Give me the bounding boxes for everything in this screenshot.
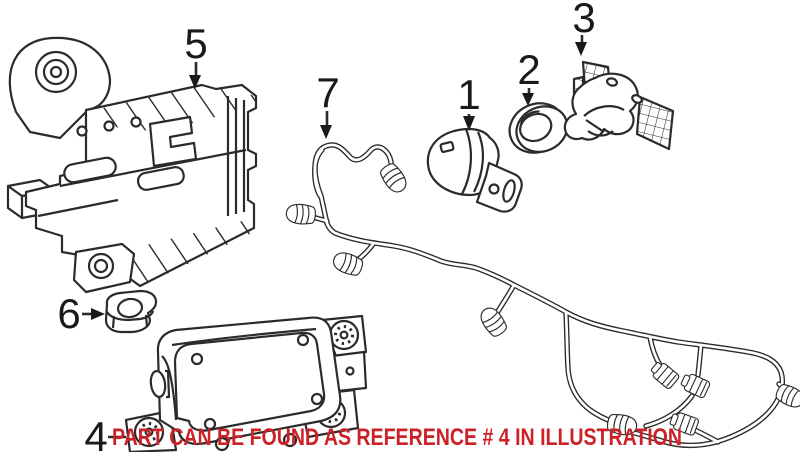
module-body bbox=[156, 316, 342, 446]
part-5-mounting-bracket bbox=[6, 36, 258, 294]
callout-1: 1 bbox=[457, 71, 481, 131]
callouts: 1 2 3 4 5 bbox=[57, 0, 595, 452]
callout-label-1: 1 bbox=[457, 71, 480, 118]
mesh-panel-right bbox=[635, 95, 675, 151]
harness-connector bbox=[476, 303, 511, 340]
part-2-retainer-ring bbox=[508, 102, 569, 154]
arrow-down-icon bbox=[320, 125, 332, 139]
arrow-right-icon bbox=[91, 308, 105, 320]
arrow-down-icon bbox=[575, 42, 587, 56]
callout-5: 5 bbox=[184, 20, 208, 89]
callout-label-6: 6 bbox=[57, 290, 80, 337]
callout-label-3: 3 bbox=[572, 0, 595, 41]
callout-label-2: 2 bbox=[517, 46, 540, 93]
harness-connector bbox=[330, 248, 366, 279]
harness-connector bbox=[647, 358, 681, 391]
callout-label-5: 5 bbox=[184, 20, 207, 67]
arrow-down-icon bbox=[522, 93, 534, 106]
module-pin-connector bbox=[328, 319, 360, 351]
harness-connector bbox=[284, 202, 317, 226]
harness-connector bbox=[678, 370, 712, 400]
callout-6: 6 bbox=[57, 290, 105, 337]
callout-label-7: 7 bbox=[316, 69, 339, 116]
callout-label-4: 4 bbox=[84, 413, 107, 452]
harness-connector bbox=[376, 160, 411, 197]
arrow-down-icon bbox=[463, 116, 475, 131]
bracket-channel bbox=[148, 115, 198, 168]
part-1-park-sensor bbox=[426, 127, 523, 213]
part-3-bracket-grille-mesh bbox=[563, 60, 675, 151]
callout-2: 2 bbox=[517, 46, 541, 106]
arrow-down-icon bbox=[189, 75, 201, 89]
part-6-nut bbox=[104, 289, 158, 334]
callout-7: 7 bbox=[316, 69, 340, 139]
callout-3: 3 bbox=[572, 0, 596, 56]
part-4-sensor-module bbox=[124, 314, 368, 452]
reference-note: PART CAN BE FOUND AS REFERENCE # 4 IN IL… bbox=[112, 424, 682, 451]
callout-4: 4 bbox=[84, 413, 126, 452]
part-7-wiring-harness bbox=[284, 145, 800, 445]
